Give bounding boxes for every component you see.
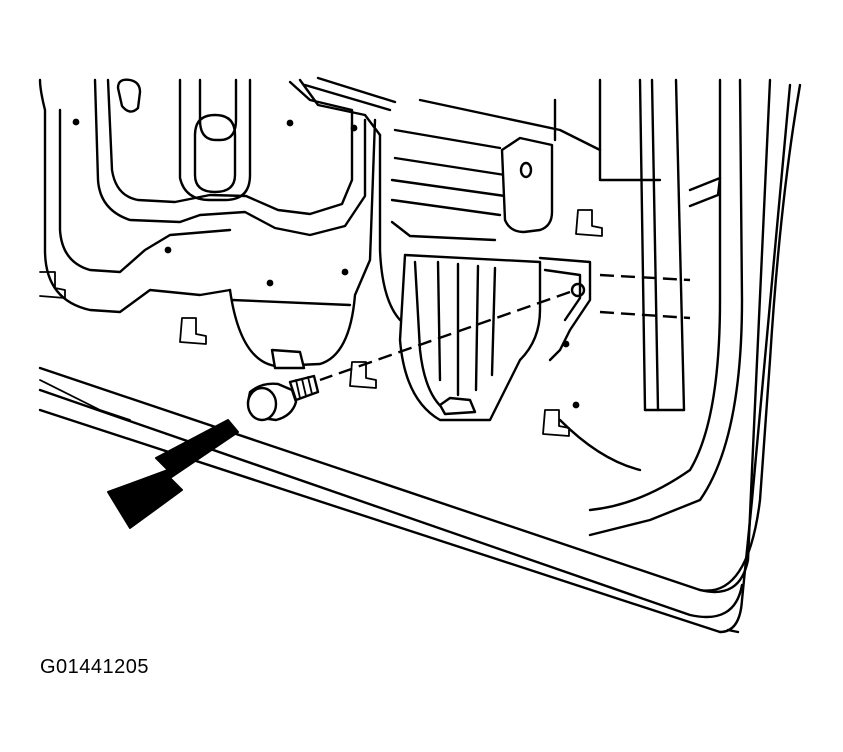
- arrow-icon: [107, 419, 239, 529]
- door-outer-shell: [38, 78, 802, 634]
- right-vertical-rails: [558, 78, 744, 537]
- clip-tabs: [39, 209, 603, 437]
- regulator-cutout: [398, 253, 542, 422]
- center-ribs: [390, 98, 602, 242]
- figure-code: G01441205: [40, 656, 150, 678]
- lower-clip: [270, 348, 306, 370]
- upper-oval-cutout: [116, 78, 252, 202]
- locating-dots: [72, 118, 580, 409]
- upper-bracket: [500, 136, 554, 234]
- bolt-icon: [246, 374, 320, 422]
- inner-panel: [38, 76, 402, 368]
- regulator-bracket: [538, 256, 592, 362]
- alignment-guides: [319, 273, 691, 382]
